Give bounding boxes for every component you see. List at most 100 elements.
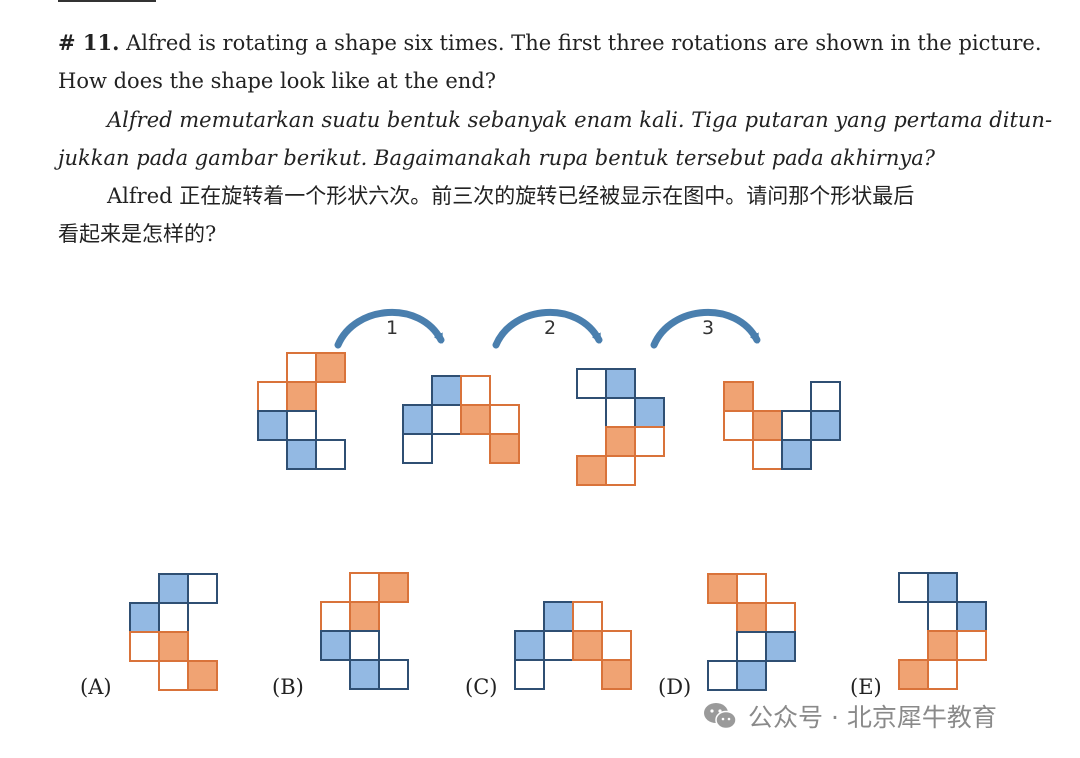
- square-empty: [736, 631, 767, 662]
- square-empty: [736, 573, 767, 604]
- square-orange: [605, 426, 636, 457]
- square-blue: [956, 601, 987, 632]
- shape-after-rotation-1: [402, 375, 520, 464]
- square-blue: [605, 368, 636, 399]
- option-d-label[interactable]: (D): [658, 675, 691, 699]
- square-empty: [752, 439, 783, 470]
- rotation-arrows: 1 2 3: [334, 308, 761, 349]
- square-empty: [158, 602, 189, 633]
- square-orange: [601, 659, 632, 690]
- square-empty: [286, 410, 317, 441]
- square-orange: [489, 433, 520, 464]
- square-empty: [378, 659, 409, 690]
- square-empty: [187, 573, 218, 604]
- square-empty: [402, 433, 433, 464]
- step-number-1: 1: [386, 317, 398, 339]
- square-orange: [315, 352, 346, 383]
- question-chinese: Alfred 正在旋转着一个形状六次。前三次的旋转已经被显示在图中。请问那个形状…: [58, 177, 1043, 253]
- wechat-icon: [704, 703, 737, 730]
- question-indonesian: Alfred memutarkan suatu bentuk sebanyak …: [58, 101, 1053, 177]
- square-empty: [158, 660, 189, 691]
- square-empty: [576, 368, 607, 399]
- option-b-label[interactable]: (B): [272, 675, 304, 699]
- square-blue: [781, 439, 812, 470]
- square-orange: [898, 659, 929, 690]
- square-orange: [572, 630, 603, 661]
- square-empty: [781, 410, 812, 441]
- square-orange: [723, 381, 754, 412]
- square-empty: [320, 601, 351, 632]
- question-number: # 11.: [58, 30, 120, 55]
- square-blue: [431, 375, 462, 406]
- square-empty: [927, 601, 958, 632]
- square-blue: [320, 630, 351, 661]
- square-empty: [431, 404, 462, 435]
- square-empty: [572, 601, 603, 632]
- square-blue: [810, 410, 841, 441]
- square-empty: [605, 397, 636, 428]
- shape-initial: [257, 352, 346, 470]
- square-empty: [765, 602, 796, 633]
- square-empty: [489, 404, 520, 435]
- rotation-arrow-2: [492, 308, 603, 349]
- square-empty: [349, 572, 380, 603]
- square-blue: [286, 439, 317, 470]
- question-english: # 11. Alfred is rotating a shape six tim…: [58, 24, 1043, 100]
- square-empty: [956, 630, 987, 661]
- square-orange: [378, 572, 409, 603]
- square-orange: [286, 381, 317, 412]
- question-id-line1: Alfred memutarkan suatu bentuk sebanyak …: [107, 108, 1053, 132]
- option-e-shape[interactable]: [898, 572, 987, 690]
- square-empty: [601, 630, 632, 661]
- square-empty: [634, 426, 665, 457]
- option-c-shape[interactable]: [514, 601, 632, 690]
- square-orange: [927, 630, 958, 661]
- square-empty: [514, 659, 545, 690]
- question-en-line1: Alfred is rotating a shape six times. Th…: [126, 31, 1042, 55]
- step-number-3: 3: [702, 317, 714, 339]
- square-empty: [315, 439, 346, 470]
- square-empty: [129, 631, 160, 662]
- square-blue: [257, 410, 288, 441]
- option-a-label[interactable]: (A): [80, 675, 112, 699]
- option-a-shape[interactable]: [129, 573, 218, 691]
- square-empty: [257, 381, 288, 412]
- top-rule: [58, 0, 156, 2]
- option-c-label[interactable]: (C): [465, 675, 497, 699]
- option-d-shape[interactable]: [707, 573, 796, 691]
- square-orange: [707, 573, 738, 604]
- watermark-text: 公众号 · 北京犀牛教育: [748, 703, 997, 732]
- shape-after-rotation-3: [723, 381, 841, 470]
- square-empty: [286, 352, 317, 383]
- square-empty: [605, 455, 636, 486]
- question-en-line2: How does the shape look like at the end?: [58, 69, 497, 93]
- square-blue: [634, 397, 665, 428]
- square-blue: [543, 601, 574, 632]
- shape-after-rotation-2: [576, 368, 665, 486]
- step-number-2: 2: [544, 317, 556, 339]
- question-zh-line2: 看起来是怎样的?: [58, 222, 217, 246]
- rotation-arrow-1: [334, 308, 445, 349]
- square-blue: [927, 572, 958, 603]
- square-orange: [752, 410, 783, 441]
- option-e-label[interactable]: (E): [850, 675, 882, 699]
- square-blue: [402, 404, 433, 435]
- square-empty: [460, 375, 491, 406]
- square-empty: [723, 410, 754, 441]
- square-orange: [736, 602, 767, 633]
- square-empty: [707, 660, 738, 691]
- square-orange: [158, 631, 189, 662]
- question-zh-line1: Alfred 正在旋转着一个形状六次。前三次的旋转已经被显示在图中。请问那个形状…: [107, 184, 915, 208]
- square-empty: [810, 381, 841, 412]
- square-blue: [514, 630, 545, 661]
- square-empty: [927, 659, 958, 690]
- square-blue: [129, 602, 160, 633]
- square-orange: [349, 601, 380, 632]
- square-empty: [349, 630, 380, 661]
- square-orange: [460, 404, 491, 435]
- rotation-arrow-3: [650, 308, 761, 349]
- question-id-line2: jukkan pada gambar berikut. Bagaimanakah…: [58, 146, 936, 170]
- square-orange: [187, 660, 218, 691]
- option-b-shape[interactable]: [320, 572, 409, 690]
